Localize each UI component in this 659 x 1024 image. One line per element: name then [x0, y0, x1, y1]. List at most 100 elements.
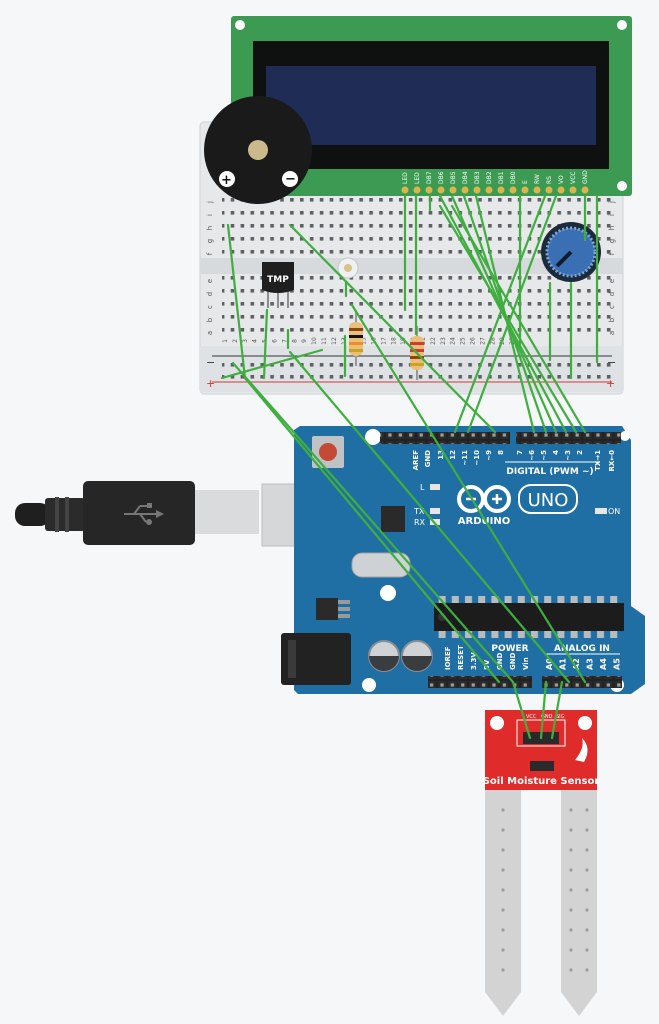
analog-pin-label: A3: [586, 658, 595, 670]
wire: [220, 348, 324, 380]
row-letter: i: [206, 214, 214, 216]
lcd-pin: [437, 186, 445, 194]
column-number: 10: [311, 337, 318, 345]
analog-pin-label: A5: [613, 658, 622, 670]
digital-pin-label: ~6: [528, 450, 536, 461]
digital-pin-label: ~11: [461, 450, 469, 466]
column-number: 22: [430, 337, 437, 345]
row-letter: i: [608, 214, 616, 216]
digital-pin-label: 13: [437, 450, 445, 460]
column-number: 25: [460, 337, 467, 345]
lcd-pin: [425, 186, 433, 194]
column-number: 4: [252, 339, 259, 343]
arduino-infinity-logo: [457, 485, 511, 513]
row-letter: g: [608, 239, 616, 243]
analog-pin-label: A0: [545, 658, 554, 670]
analog-in-label: ANALOG IN: [554, 644, 610, 654]
atmega-chip: [434, 603, 624, 631]
row-letter: h: [608, 226, 616, 230]
digital-pin-label: TX→1: [594, 450, 602, 471]
column-number: 18: [390, 337, 397, 345]
buzzer-minus-label: −: [285, 172, 296, 187]
column-number: 23: [440, 337, 447, 345]
power-label: POWER: [491, 644, 528, 654]
row-letter: a: [608, 331, 616, 335]
lcd-pin-label: DB6: [438, 171, 445, 184]
row-letter: f: [608, 252, 616, 255]
digital-pin-label: RX←0: [608, 450, 616, 472]
lcd-pin-label: DB4: [462, 171, 469, 184]
row-letter: e: [608, 279, 616, 283]
buzzer-plus-label: +: [221, 173, 232, 188]
column-number: 9: [301, 339, 308, 343]
lcd-pin: [401, 186, 409, 194]
row-letter: d: [206, 292, 214, 296]
column-number: 3: [242, 339, 249, 343]
led-on-label: ON: [608, 507, 620, 516]
sensor-transistor: [530, 761, 554, 771]
usb-chip: [381, 506, 405, 532]
analog-pin-label: A1: [559, 658, 568, 670]
usb-icon: [124, 503, 164, 525]
wire: [350, 303, 587, 684]
column-number: 17: [380, 337, 387, 345]
power-pin-label: GND: [509, 652, 517, 670]
wire: [539, 680, 548, 740]
lcd-pin: [485, 186, 493, 194]
led-l: [430, 484, 440, 490]
row-letter: e: [206, 279, 214, 283]
potentiometer[interactable]: [541, 222, 601, 282]
lcd-pin: [497, 186, 505, 194]
lcd-pin-label: DB2: [486, 171, 493, 184]
resistor-1: [349, 312, 363, 366]
digital-pin-label: 12: [449, 450, 457, 460]
row-letter: h: [206, 226, 214, 230]
wire: [466, 194, 558, 434]
lcd-pin-label: DB1: [498, 171, 505, 184]
power-pin-label: 3.3V: [470, 652, 478, 670]
aref-label: AREF: [412, 450, 420, 471]
wire: [511, 680, 532, 740]
analog-pin-label: A2: [572, 658, 581, 670]
lcd-pin-label: DB3: [474, 171, 481, 184]
digital-label: DIGITAL (PWM ~): [506, 467, 593, 477]
digital-pin-label: 7: [516, 450, 524, 455]
soil-pin-label: SIG: [556, 714, 565, 720]
reset-button-cap[interactable]: [319, 443, 337, 461]
wire: [550, 680, 564, 740]
wire: [438, 204, 578, 434]
led-on: [595, 508, 607, 514]
lcd-pin: [533, 186, 541, 194]
rail-minus-left: −: [206, 356, 215, 369]
lcd-pin: [521, 186, 529, 194]
voltage-regulator: [316, 598, 338, 620]
column-number: 26: [470, 337, 477, 345]
column-number: 11: [321, 337, 328, 345]
arduino-logo-text: ARDUINO: [458, 516, 510, 527]
digital-pin-label: ~10: [473, 450, 481, 466]
led-rx-label: RX: [414, 518, 426, 527]
lcd-pin-label: E: [522, 180, 529, 184]
row-letter: f: [206, 252, 214, 255]
wire: [453, 194, 547, 434]
lcd-pin: [557, 186, 565, 194]
led-tx: [430, 508, 440, 514]
digital-pin-label: ~3: [564, 450, 572, 461]
power-pin-label: IOREF: [444, 646, 452, 670]
column-number: 8: [291, 339, 298, 343]
lcd-pin-label: VO: [558, 175, 565, 184]
lcd-pin-label: DB7: [426, 171, 433, 184]
lcd-pin: [569, 186, 577, 194]
gnd-label: GND: [424, 450, 432, 468]
buzzer: + −: [204, 96, 312, 204]
column-number: 2: [232, 339, 239, 343]
column-number: 6: [272, 339, 279, 343]
led-tx-label: TX: [413, 507, 425, 516]
